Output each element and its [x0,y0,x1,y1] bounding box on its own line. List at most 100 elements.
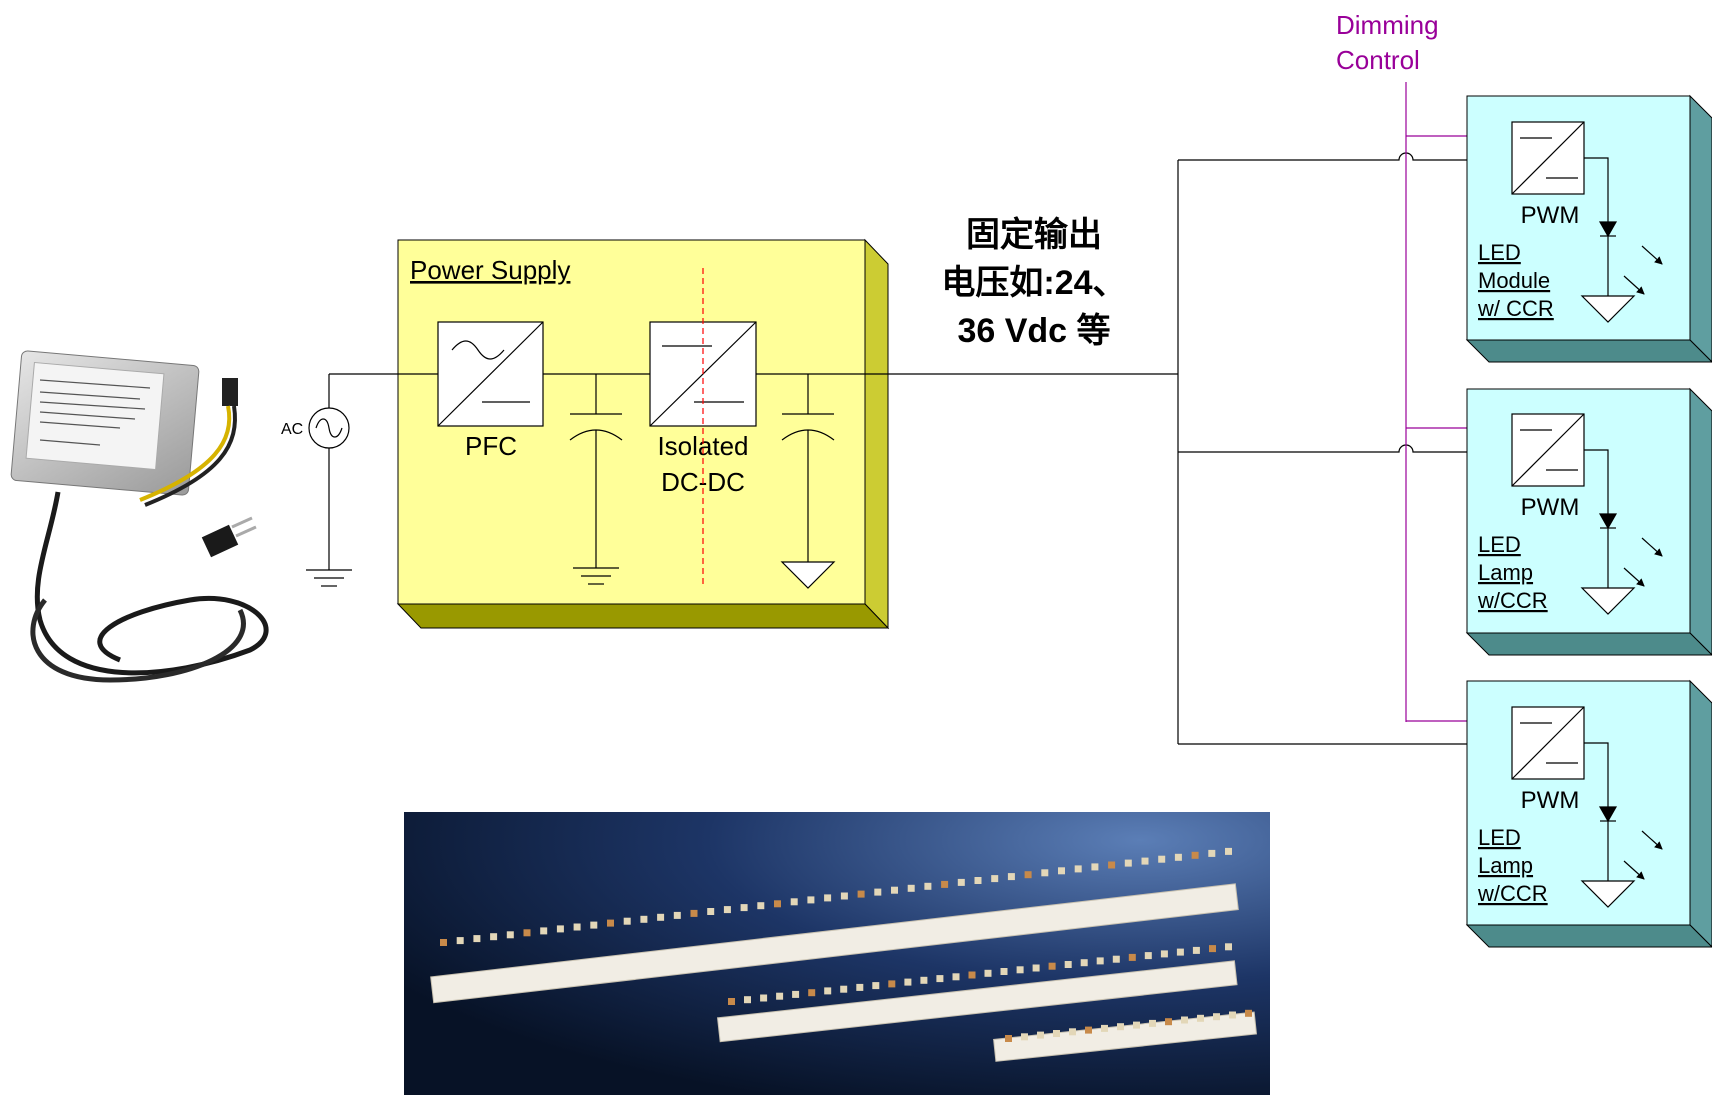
led-dot [1245,1009,1252,1017]
led-dot [1021,1033,1028,1041]
led-dot [1208,849,1216,857]
led-dot [904,978,912,986]
led-dot [1225,847,1232,855]
led-dot [473,935,481,943]
led-dot [1209,945,1216,953]
led-dot [640,915,648,923]
led-dot [657,913,665,921]
led-dot [1117,1023,1124,1031]
load-3-line1: LED [1478,825,1521,850]
led-dot [540,927,548,935]
led-dot [1000,968,1008,975]
led-dot [1007,873,1015,881]
led-dot [590,921,598,929]
led-dot [1160,950,1168,958]
load-2-line2: Lamp [1478,560,1533,585]
led-dot [1181,1016,1188,1024]
led-dot [1053,1030,1060,1037]
load-1-line2: Module [1478,268,1550,293]
led-dot [456,937,464,945]
led-dot [941,880,949,888]
led-dot [1041,869,1049,877]
led-dot [807,896,815,904]
led-dot [573,923,581,931]
led-dot [1032,964,1040,972]
led-dot [1074,865,1082,873]
output-voltage-text-line1: 固定输出 [966,216,1102,254]
led-dot [490,933,498,941]
led-dot [760,994,768,1002]
load-2-line3: w/CCR [1477,588,1548,613]
led-dot [872,982,880,990]
led-dot [623,917,631,925]
output-voltage-text-line3: 36 Vdc 等 [957,312,1110,350]
led-dot [707,908,715,915]
led-dot [1016,966,1024,974]
led-dot [1101,1024,1108,1032]
load-3-line2: Lamp [1478,853,1533,878]
led-dot [1048,962,1056,970]
capacitor-1-icon [569,374,623,585]
pfc-label: PFC [465,431,517,461]
led-dot [1058,867,1065,875]
led-dot [1141,857,1149,865]
led-dot [1213,1013,1220,1021]
led-dot [1176,948,1184,956]
led-dot [1128,953,1136,961]
led-dot [1069,1028,1076,1036]
led-diode-2-icon [1580,449,1663,615]
led-dot [740,904,748,912]
load-lamp-3 [1465,679,1712,948]
dimming-control-label-line1: Dimming [1336,10,1439,40]
led-dot [936,975,944,983]
led-dot [991,875,999,883]
led-dot [774,900,781,908]
power-supply-title: Power Supply [410,255,570,285]
led-dot [790,898,798,906]
led-dot [1144,952,1152,960]
led-dot [1085,1026,1092,1034]
load-2-line1: LED [1478,532,1521,557]
led-dot [924,882,932,890]
led-dot [1165,1018,1172,1026]
led-dot [857,890,865,898]
led-diode-3-icon [1580,742,1663,908]
led-dot [556,925,564,933]
ac-source [308,407,350,449]
led-dot [840,985,848,993]
led-diode-1-icon [1580,157,1663,323]
pwm-converter-3-icon [1511,706,1585,780]
led-dot [1225,943,1232,951]
led-dot [874,888,882,896]
dcdc-label-line1: Isolated [657,431,748,461]
led-dot [808,989,816,997]
led-dot [690,909,698,917]
led-dot [506,931,514,939]
led-dot [907,884,915,892]
led-dot [1064,961,1072,968]
led-dot [673,911,681,919]
led-dot [1197,1014,1204,1022]
load-module-1 [1465,94,1712,363]
led-dot [1096,957,1104,965]
led-dot [1080,959,1088,967]
pwm-label-3: PWM [1521,787,1580,814]
pwm-converter-2-icon [1511,413,1585,487]
led-dot [1149,1019,1156,1027]
led-dot [957,878,965,886]
led-dot [1133,1021,1140,1029]
load-lamp-2 [1465,387,1712,656]
led-dot [1091,863,1099,871]
pwm-label-2: PWM [1521,494,1580,521]
led-dot [440,939,447,946]
dimming-control-label-line2: Control [1336,45,1420,75]
load-3-line3: w/CCR [1477,881,1548,906]
load-1-line3: w/ CCR [1477,296,1554,321]
led-dot [974,877,982,884]
led-dot [952,973,960,981]
led-dot [523,929,531,937]
led-dot [824,894,832,902]
led-dot [1124,859,1132,867]
led-dot [744,996,751,1004]
